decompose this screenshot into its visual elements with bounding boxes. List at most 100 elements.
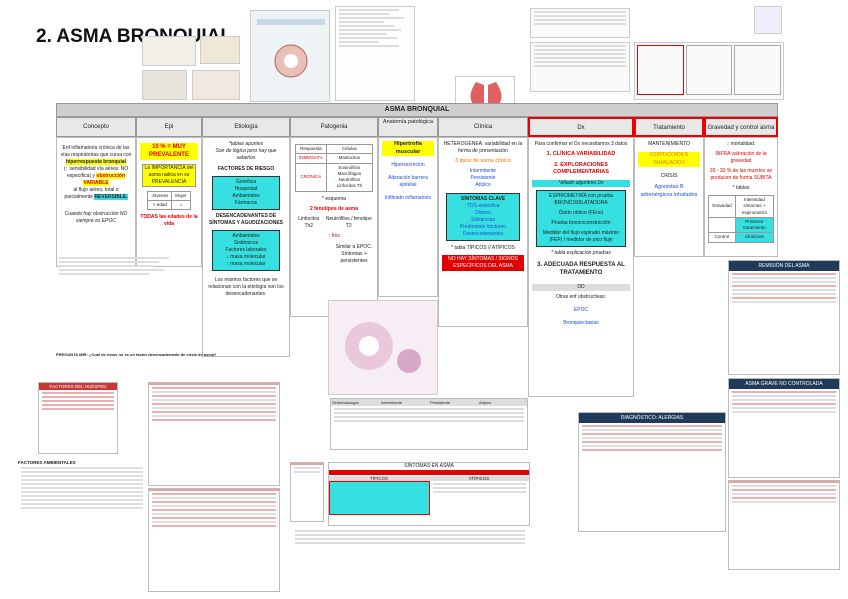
phenotypes-heading: 2 fenotipos de asma xyxy=(294,206,374,213)
concept-text: Enf inflamatoria crónica de las vías res… xyxy=(61,145,132,158)
anatomy-item: Infiltrado inflamatorio xyxy=(382,195,434,202)
dx-test: ESPIROMETRÍA con prueba BRONCODILATADORA xyxy=(539,193,623,207)
symptoms-card: SÍNTOMAS EN ASMA TÍPICOS ATÍPICOS xyxy=(328,462,530,526)
pathogenesis-note: Similar a EPOC. Síntomas + persistentes xyxy=(334,244,374,265)
col-etiologia: *tabias apuntes Son de lógica pero hay q… xyxy=(202,137,290,357)
triggers-box: Ambientales Sistémicos Factores laborale… xyxy=(212,230,280,271)
dx-tests-box: ESPIROMETRÍA con prueba BRONCODILATADORA… xyxy=(536,190,626,247)
frequency-label: ↑ frec xyxy=(294,233,374,240)
lung-image xyxy=(455,76,515,106)
col-header-etiologia: Etiología xyxy=(202,117,290,137)
histology-image xyxy=(328,300,438,395)
symptoms-title: SÍNTOMAS EN ASMA xyxy=(329,463,529,469)
treatment-drug: CORTICOIDES INHALADOS xyxy=(638,152,700,167)
notes-card xyxy=(292,528,528,564)
dx-step-1: 1. CLÍNICA VARIABILIDAD xyxy=(532,151,630,159)
col-header-patogenia: Patogenia xyxy=(290,117,378,137)
key-symptom: TOS episódica xyxy=(449,203,517,210)
severity-cell: Control xyxy=(709,233,736,242)
dx-step-2: 2. EXPLORACIONES COMPLEMENTARIAS xyxy=(532,162,630,177)
etiology-footer: Los mismos factores que se relacionan co… xyxy=(206,277,286,298)
col-anatomia: Hipertrofia muscular Hipersecreción Alte… xyxy=(378,137,438,297)
anatomy-heading: Hipertrofia muscular xyxy=(382,141,434,156)
dd-item: Bronquiectasias xyxy=(532,320,630,327)
main-table-banner: ASMA BRONQUIAL xyxy=(56,103,778,117)
factors-table-2 xyxy=(148,488,280,592)
col-header-dx: Dx xyxy=(528,117,634,137)
col-patogenia: RespuestaCélulas INMEDIATAMastocitos CRÓ… xyxy=(290,137,378,317)
environment-factors-title: FACTORES AMBIENTALES xyxy=(18,460,146,465)
etiology-note: Son de lógica pero hay que saberlos xyxy=(206,148,286,162)
classification-table xyxy=(530,8,630,38)
severity-note: * tablas xyxy=(708,185,774,192)
factors-table xyxy=(148,382,280,486)
epi-cell: = xyxy=(172,201,190,210)
trigger: Sistémicos xyxy=(215,240,277,247)
dd-item: EPOC xyxy=(532,307,630,314)
drug-table xyxy=(634,42,784,100)
concept-note: Cuando hay obstrucción NO siempre es EPO… xyxy=(60,211,132,225)
clinical-type: Intermitente xyxy=(442,168,524,175)
dx-test: Medidor del flujo espirado máximo (FEF) … xyxy=(539,230,623,244)
remission-card: REMISIÓN DEL ASMA xyxy=(728,260,840,375)
allergy-dx-title: DIAGNÓSTICO: ALERGIAS xyxy=(579,413,725,423)
trigger: ↓ masa molecular xyxy=(215,254,277,261)
key-symptom: Desencadenantes xyxy=(449,231,517,238)
key-symptom: Sibilancias xyxy=(449,217,517,224)
dx-intro: Para confirmar el Dx necesitamos 3 datos xyxy=(532,141,630,148)
risk-factor: Ambientales xyxy=(215,193,277,200)
severity-text: ↓ mortalidad. xyxy=(708,141,774,148)
clinical-text: HETEROGÉNEA: variabilidad en la forma de… xyxy=(442,141,524,155)
remission-title: REMISIÓN DEL ASMA xyxy=(729,261,839,271)
trigger: Ambientales xyxy=(215,233,277,240)
dx-step-3: 3. ADECUADA RESPUESTA AL TRATAMIENTO xyxy=(532,261,630,278)
treatment-maintenance: MANTENIMIENTO xyxy=(638,141,700,148)
dx-test: Óxido nítrico (FEno) xyxy=(539,210,623,217)
device-image xyxy=(754,6,782,34)
risk-factors-heading: FACTORES DE RIESGO xyxy=(206,166,286,173)
pathogenesis-diagram xyxy=(250,10,330,102)
severity-cell: Protector tratamiento xyxy=(735,217,773,233)
allergen-image xyxy=(192,70,240,100)
epi-cell: Jóvenes xyxy=(148,191,172,200)
treatment-crisis: CRISIS xyxy=(638,173,700,180)
treatment-drug: Agonistas B adrenérgicos inhalados xyxy=(638,184,700,199)
host-factors-card: FACTORES DEL HUÉSPED xyxy=(38,382,118,454)
key-symptom: Disnea xyxy=(449,210,517,217)
col-header-tratamiento: Tratamiento xyxy=(634,117,704,137)
pathogenesis-cell: INMEDIATA xyxy=(296,154,327,163)
environment-factors-card: FACTORES AMBIENTALES xyxy=(18,460,146,592)
anatomy-item: Hipersecreción xyxy=(382,162,434,169)
mir-question-text: PREGUNTA MIR: ¿Cuál de estos no es un fa… xyxy=(56,352,236,357)
trigger: ↑ masa molecular xyxy=(215,261,277,268)
crisis-card xyxy=(290,462,324,522)
col-epi: 10 % = MUY PREVALENTE La IMPORTANCIA del… xyxy=(136,137,202,267)
epi-heading: 10 % = MUY PREVALENTE xyxy=(140,143,198,160)
severity-cell: Gravedad xyxy=(709,196,736,218)
epi-cell: Mujer xyxy=(172,191,190,200)
concept-highlight: hiperrespuesta bronquial xyxy=(66,159,126,165)
risk-factor: Fármacos xyxy=(215,200,277,207)
dx-table-note: * tabla explicación pruebas xyxy=(532,250,630,257)
notes-image xyxy=(335,6,415,101)
col-header-clinica: Clínica xyxy=(438,117,528,137)
pathogenesis-cell: Eosinófilos Macrófagos Neutrófilos Linfo… xyxy=(326,163,372,191)
clinical-warning: NO HAY SÍNTOMAS / SIGNOS ESPECÍFICOS DEL… xyxy=(442,255,524,271)
severe-asthma-table xyxy=(728,480,840,570)
severity-text: 20 - 30 % de las muertes se producen de … xyxy=(708,168,774,182)
risk-factor: Hospedad xyxy=(215,186,277,193)
epi-cell: > edad xyxy=(148,201,172,210)
pathogenesis-cell: Respuesta xyxy=(296,145,327,154)
dx-algorithm-note: *añadir algoritmo Dx xyxy=(532,180,630,187)
col-header-epi: Epi xyxy=(136,117,202,137)
allergy-dx-card: DIAGNÓSTICO: ALERGIAS xyxy=(578,412,726,532)
key-symptom: Predominio nocturno xyxy=(449,224,517,231)
histology-icon xyxy=(329,301,439,396)
airway-diagram-icon xyxy=(251,11,331,103)
classification-table xyxy=(530,42,630,92)
col-clinica: HETEROGÉNEA: variabilidad en la forma de… xyxy=(438,137,528,327)
epi-footer: TODAS las edades de la vida xyxy=(140,214,198,228)
pathogenesis-note: * esquema xyxy=(294,196,374,203)
